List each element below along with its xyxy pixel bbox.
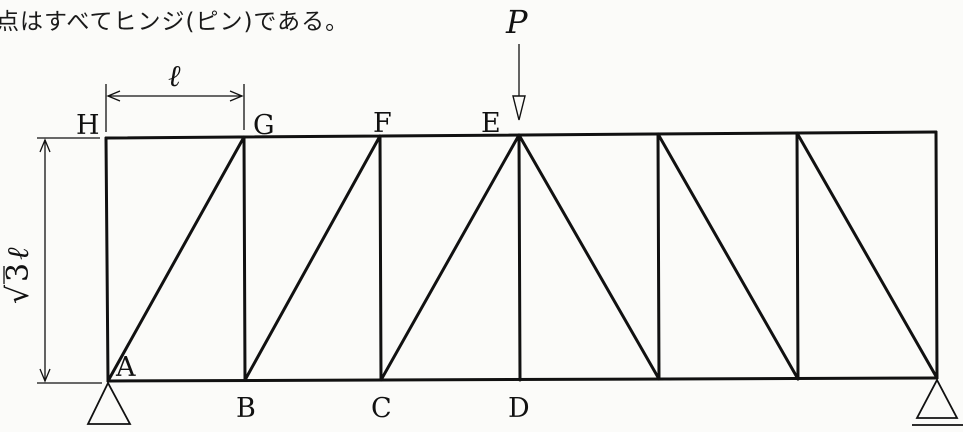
node-label-a: A: [115, 352, 136, 383]
diagonal-members: [106, 131, 939, 383]
member-FC: [378, 134, 383, 382]
member-AG: [106, 135, 246, 383]
panel-width-label: ℓ: [168, 59, 181, 94]
height-value: 3: [1, 263, 36, 282]
member-GB: [242, 135, 247, 382]
bottom-chord-line: [106, 376, 939, 383]
caption-text: 点はすべてヒンジ(ピン)である。: [0, 9, 350, 35]
dim-arrow-top: [39, 138, 51, 153]
node-label-f: F: [373, 108, 392, 139]
member-ED: [517, 133, 522, 382]
height-dimension: √ 3 ℓ: [1, 137, 102, 384]
node-label-d: D: [508, 393, 530, 424]
vertical-members: [104, 130, 939, 383]
height-unit: ℓ: [1, 247, 36, 260]
member-diagonal-6: [795, 131, 939, 380]
node-labels: H G F E A B C D: [76, 108, 530, 424]
load-label-p: P: [505, 3, 528, 41]
node-label-g: G: [253, 110, 275, 141]
pin-support-left: [86, 381, 132, 425]
node-label-h: H: [76, 110, 100, 141]
member-vertical-5: [656, 132, 661, 381]
member-HA: [104, 136, 110, 383]
height-radical: √: [1, 284, 36, 304]
height-label: √ 3 ℓ: [1, 247, 36, 304]
panel-width-dimension: ℓ: [105, 59, 245, 132]
member-vertical-6: [795, 131, 800, 381]
dim-arrow-left: [106, 90, 121, 102]
dim-arrow-right: [229, 90, 244, 102]
member-BF: [243, 134, 382, 382]
bottom-chord: [106, 376, 939, 383]
dim-arrow-bottom: [39, 368, 51, 383]
roller-support-right: [912, 378, 963, 426]
member-CE: [379, 133, 521, 382]
node-label-e: E: [481, 108, 501, 139]
pin-support-triangle: [86, 381, 132, 425]
load-arrow-head: [512, 95, 526, 121]
member-diagonal-4: [517, 133, 661, 381]
roller-support-triangle: [915, 378, 959, 419]
node-label-b: B: [236, 393, 256, 424]
load-arrow: P: [505, 3, 528, 121]
member-diagonal-5: [656, 132, 800, 381]
member-vertical-7: [934, 130, 939, 380]
node-label-c: C: [371, 393, 392, 424]
